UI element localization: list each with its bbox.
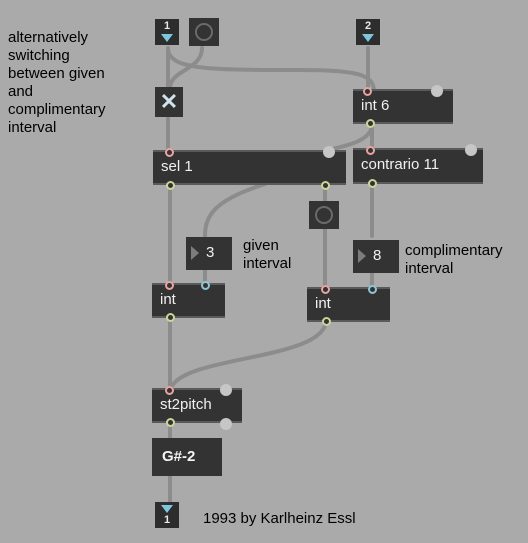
inlet-2[interactable]: 2 <box>356 19 380 45</box>
outlet-1[interactable]: 1 <box>155 502 179 528</box>
bang-button-top[interactable] <box>189 18 219 46</box>
right-inlet-dot <box>368 285 377 294</box>
st2pitch-object[interactable]: st2pitch <box>152 384 242 430</box>
given-interval-comment: given interval <box>243 237 292 272</box>
bang-circle-icon <box>315 206 333 224</box>
outlet-dot <box>322 317 331 326</box>
inlet-arrow-icon <box>362 34 374 42</box>
cord-int6-sel-right <box>326 122 374 152</box>
outlet-dot <box>366 119 375 128</box>
sel1-object[interactable]: sel 1 <box>153 146 346 190</box>
credit-comment: 1993 by Karlheinz Essl <box>203 510 356 527</box>
int-right-object[interactable]: int <box>307 285 390 326</box>
outlet-dot <box>166 418 175 427</box>
outlet-dot <box>166 181 175 190</box>
contrario-object[interactable]: contrario 11 <box>353 144 483 188</box>
description-comment: alternatively switching between given an… <box>8 29 106 136</box>
inlet-dot <box>321 285 330 294</box>
right-outlet-dot <box>220 418 232 430</box>
inlet-2-number: 2 <box>364 20 372 32</box>
outlet-dot <box>368 179 377 188</box>
int-left-object[interactable]: int <box>152 281 225 322</box>
right-inlet-dot <box>431 85 443 97</box>
cord-intright-st2pitch <box>170 318 328 388</box>
complimentary-interval-numbox[interactable]: 8 <box>353 240 399 273</box>
int6-object[interactable]: int 6 <box>353 85 453 128</box>
outlet-arrow-icon <box>161 505 173 513</box>
bang-button-middle[interactable] <box>309 201 339 229</box>
cord-button-toggle <box>168 46 204 90</box>
inlet-1-number: 1 <box>163 20 171 32</box>
pitch-message[interactable]: G#-2 <box>152 438 222 476</box>
int-right-label: int <box>315 295 331 312</box>
toggle[interactable]: ✕ <box>155 87 183 117</box>
int-left-label: int <box>160 291 176 308</box>
bang-circle-icon <box>195 23 213 41</box>
inlet-dot <box>165 386 174 395</box>
cord-sel-given <box>203 182 267 238</box>
given-interval-value: 3 <box>206 244 215 261</box>
complimentary-interval-comment: complimentary interval <box>405 242 503 277</box>
contrario-label: contrario 11 <box>361 156 440 173</box>
inlet-1[interactable]: 1 <box>155 19 179 45</box>
outlet-dot <box>321 181 330 190</box>
given-interval-numbox[interactable]: 3 <box>186 237 232 270</box>
int6-label: int 6 <box>361 97 390 114</box>
inlet-dot <box>165 281 174 290</box>
right-inlet-dot <box>220 384 232 396</box>
outlet-dot <box>166 313 175 322</box>
pitch-message-label: G#-2 <box>162 448 196 465</box>
right-inlet-dot <box>323 146 335 158</box>
sel1-label: sel 1 <box>161 158 193 175</box>
numbox-arrow-icon <box>358 249 366 263</box>
inlet-dot <box>366 146 375 155</box>
outlet-1-number: 1 <box>163 514 171 526</box>
complimentary-interval-value: 8 <box>373 247 382 264</box>
numbox-arrow-icon <box>191 246 199 260</box>
inlet-arrow-icon <box>161 34 173 42</box>
right-inlet-dot <box>465 144 477 156</box>
right-inlet-dot <box>201 281 210 290</box>
st2pitch-label: st2pitch <box>160 396 212 413</box>
inlet-dot <box>363 87 372 96</box>
inlet-dot <box>165 148 174 157</box>
toggle-x-icon: ✕ <box>159 89 179 114</box>
